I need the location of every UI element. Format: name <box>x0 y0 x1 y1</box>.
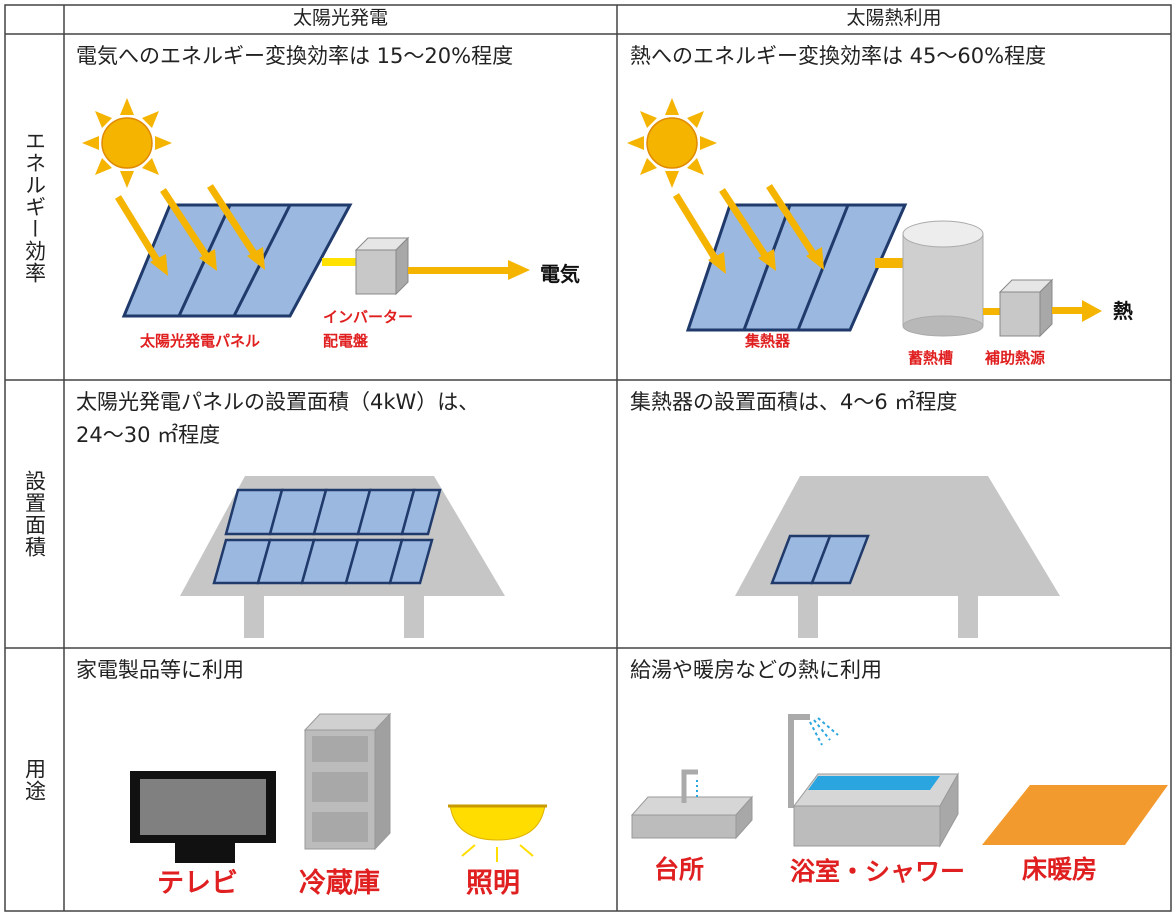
collector-panel-array <box>770 534 870 585</box>
pv-area-caption: 太陽光発電パネルの設置面積（4kW）は、 24～30 ㎡程度 <box>76 390 480 447</box>
heat-efficiency-diagram: 熱 集熱器 蓄熱槽 補助熱源 <box>627 98 1133 367</box>
heat-usage-caption: 給湯や暖房などの熱に利用 <box>630 658 882 682</box>
header-solar-power: 太陽光発電 <box>292 7 388 29</box>
heat-arrow <box>1052 300 1102 322</box>
pv-efficiency-diagram: 電気 太陽光発電パネル インバーター 配電盤 <box>82 98 580 350</box>
floor-heating-label: 床暖房 <box>1022 855 1097 884</box>
aux-heat-box-icon <box>998 278 1054 338</box>
sunlight-arrows <box>115 184 265 276</box>
pv-usage-caption: 家電製品等に利用 <box>76 658 244 682</box>
collector-panel-icon <box>685 203 908 332</box>
pv-roof-diagram <box>180 476 505 638</box>
storage-tank-label: 蓄熱槽 <box>908 349 953 367</box>
storage-tank-icon <box>902 220 984 337</box>
fridge-icon <box>303 712 392 851</box>
grid-lines <box>4 4 1172 912</box>
bath-label: 浴室・シャワー <box>790 857 965 886</box>
electricity-arrow <box>408 260 530 280</box>
inverter-label: インバーター <box>323 308 413 326</box>
heat-label: 熱 <box>1113 299 1133 323</box>
pv-efficiency-caption: 電気へのエネルギー変換効率は 15～20%程度 <box>76 44 514 68</box>
connector <box>983 308 1003 315</box>
header-solar-heat: 太陽熱利用 <box>846 7 942 29</box>
roof-support <box>798 596 818 638</box>
tv-label: テレビ <box>157 868 238 899</box>
pv-panel-label: 太陽光発電パネル <box>140 332 260 350</box>
connector <box>875 258 907 268</box>
sun-icon <box>82 98 172 188</box>
heat-area-caption: 集熱器の設置面積は、4～6 ㎡程度 <box>630 390 958 414</box>
connector <box>322 258 356 266</box>
light-label: 照明 <box>466 868 520 899</box>
distribution-board-label: 配電盤 <box>323 332 369 350</box>
kitchen-sink-icon <box>630 769 754 840</box>
row-label-usage: 用途 <box>22 757 47 802</box>
fridge-label: 冷蔵庫 <box>299 868 380 899</box>
tv-icon <box>130 771 276 863</box>
sunlight-arrows <box>673 184 824 274</box>
roof-support <box>244 596 264 638</box>
inverter-box-icon <box>354 236 410 296</box>
sun-icon <box>627 98 717 188</box>
heat-roof-diagram <box>735 476 1060 638</box>
heat-efficiency-caption: 熱へのエネルギー変換効率は 45～60%程度 <box>630 44 1047 68</box>
row-label-area: 設置面積 <box>22 470 47 558</box>
kitchen-label: 台所 <box>654 855 704 884</box>
roof-support <box>958 596 978 638</box>
light-icon <box>448 804 547 862</box>
heat-usage-diagram: 台所 浴室・シャワー 床暖房 <box>630 714 1168 886</box>
floor-heating-icon <box>982 785 1168 845</box>
collector-label: 集熱器 <box>744 332 791 350</box>
row-label-efficiency: エネルギー効率 <box>22 130 47 284</box>
pv-panel-array <box>212 488 442 585</box>
electricity-label: 電気 <box>540 262 580 286</box>
bath-shower-icon <box>788 714 959 848</box>
aux-heat-label: 補助熱源 <box>984 349 1045 367</box>
roof-support <box>404 596 424 638</box>
pv-usage-diagram: テレビ 冷蔵庫 照明 <box>130 712 547 899</box>
pv-panel-icon <box>121 203 353 318</box>
